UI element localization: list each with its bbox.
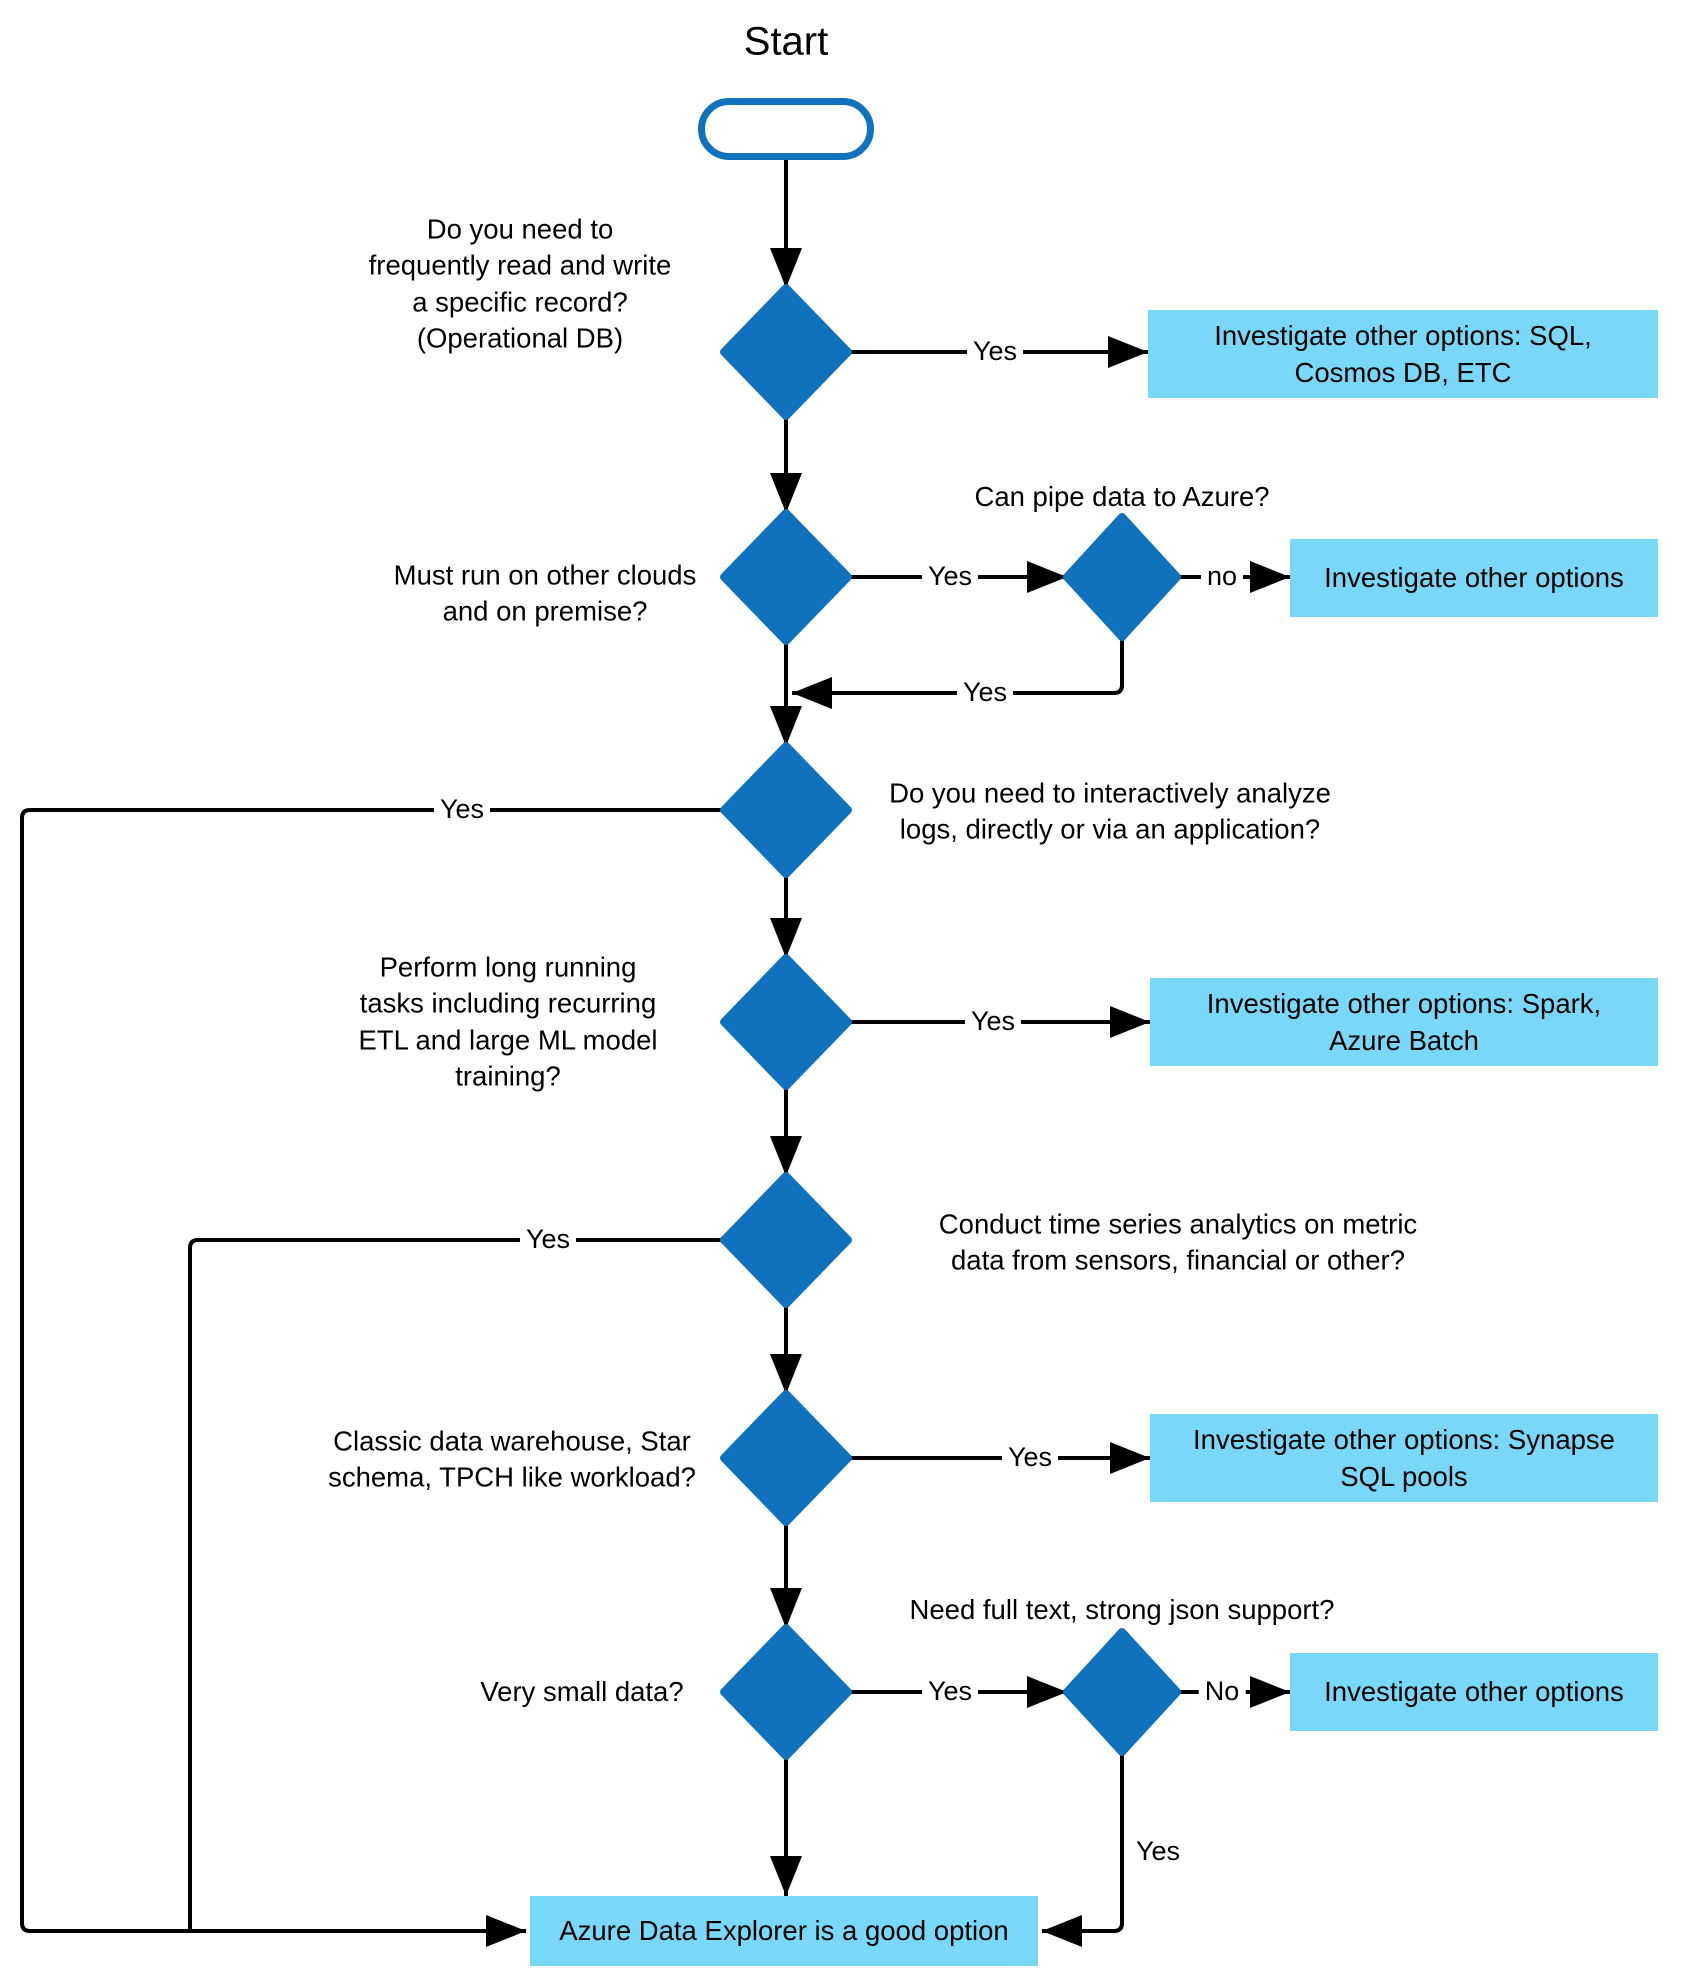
outcome-box-sql-cosmos: Investigate other options: SQL, Cosmos D…: [1148, 310, 1658, 398]
edge-label-json-no: No: [1198, 1675, 1246, 1707]
decision-analyze-logs-diamond: [720, 742, 852, 878]
edge-label-pipe-no: no: [1200, 560, 1244, 592]
decision-other-clouds-diamond: [720, 509, 852, 645]
edge-label-pipe-yes: Yes: [956, 676, 1014, 708]
outcome-box-other-options-json: Investigate other options: [1290, 1653, 1658, 1731]
question-other-clouds: Must run on other clouds and on premise?: [393, 559, 697, 627]
decision-operational-db-diamond: [720, 284, 852, 420]
question-pipe-to-azure: Can pipe data to Azure?: [974, 480, 1270, 512]
outcome-box-other-options-clouds: Investigate other options: [1290, 539, 1658, 617]
edge-label-json-yes: Yes: [1129, 1835, 1187, 1867]
question-operational-db: Do you need to frequently read and write…: [368, 213, 672, 354]
edge-label-operational-yes: Yes: [966, 335, 1024, 367]
question-data-warehouse: Classic data warehouse, Star schema, TPC…: [328, 1425, 696, 1493]
arrow-json-yes-to-adx: [1042, 1752, 1124, 1947]
arrow-pipe-yes-return: [792, 637, 1124, 709]
decision-long-running-diamond: [720, 954, 852, 1090]
question-small-data: Very small data?: [480, 1675, 684, 1707]
arrow-logs-yes-loop: [20, 808, 724, 1947]
question-time-series: Conduct time series analytics on metric …: [938, 1208, 1418, 1276]
start-node: [698, 98, 874, 160]
edge-label-longrunning-yes: Yes: [964, 1005, 1022, 1037]
question-json-support: Need full text, strong json support?: [909, 1593, 1335, 1625]
edge-label-warehouse-yes: Yes: [1001, 1441, 1059, 1473]
outcome-box-spark-batch: Investigate other options: Spark, Azure …: [1150, 978, 1658, 1066]
question-analyze-logs: Do you need to interactively analyze log…: [889, 777, 1331, 845]
arrow-timeseries-yes-loop: [188, 1238, 724, 1931]
decision-json-support-diamond: [1063, 1628, 1181, 1756]
question-long-running: Perform long running tasks including rec…: [358, 951, 658, 1092]
decision-small-data-diamond: [720, 1624, 852, 1760]
edge-label-smalldata-yes: Yes: [921, 1675, 979, 1707]
decision-data-warehouse-diamond: [720, 1390, 852, 1526]
outcome-box-azure-data-explorer: Azure Data Explorer is a good option: [530, 1896, 1038, 1966]
edge-label-timeseries-yes: Yes: [519, 1223, 577, 1255]
edge-label-clouds-yes: Yes: [921, 560, 979, 592]
decision-pipe-to-azure-diamond: [1063, 513, 1181, 641]
decision-time-series-diamond: [720, 1172, 852, 1308]
start-title: Start: [743, 19, 829, 64]
edge-label-logs-yes: Yes: [433, 793, 491, 825]
outcome-box-synapse: Investigate other options: Synapse SQL p…: [1150, 1414, 1658, 1502]
